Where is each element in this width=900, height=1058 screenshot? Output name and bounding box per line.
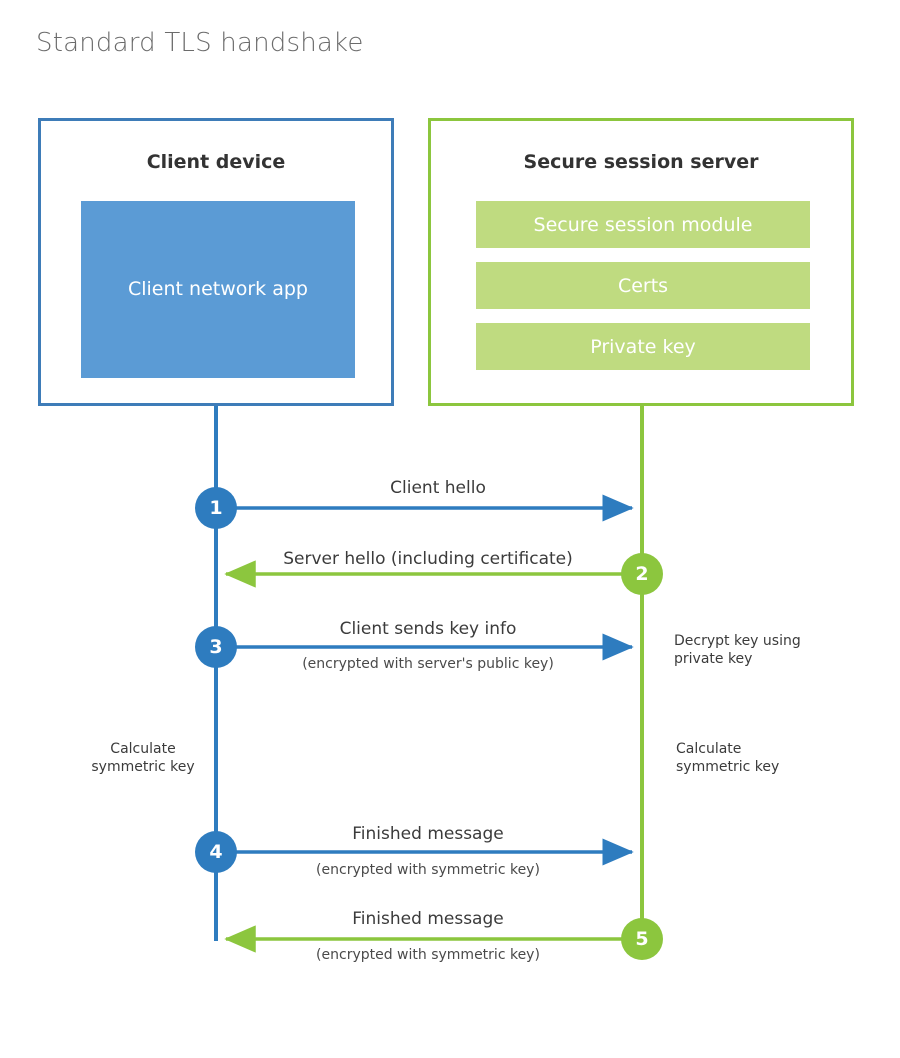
server-component-secure-session-module: Secure session module — [476, 201, 810, 248]
step-3-sublabel: (encrypted with server's public key) — [302, 656, 554, 672]
step-4-sublabel: (encrypted with symmetric key) — [316, 862, 540, 878]
server-component-list: Secure session module Certs Private key — [476, 201, 810, 370]
annotation-server-calculate-symmetric-key: Calculate symmetric key — [676, 741, 780, 776]
secure-session-server-box: Secure session server Secure session mod… — [428, 118, 854, 406]
step-1-label: Client hello — [390, 478, 486, 498]
step-badge-1[interactable]: 1 — [195, 487, 237, 529]
server-component-private-key: Private key — [476, 323, 810, 370]
step-4-label: Finished message — [352, 824, 504, 844]
page-title: Standard TLS handshake — [36, 28, 364, 58]
step-3-label: Client sends key info — [339, 619, 517, 639]
step-badge-5[interactable]: 5 — [621, 918, 663, 960]
client-network-app-block: Client network app — [81, 201, 355, 378]
annotation-client-calculate-symmetric-key: Calculate symmetric key — [91, 741, 195, 776]
step-badge-3[interactable]: 3 — [195, 626, 237, 668]
step-2-label: Server hello (including certificate) — [283, 549, 573, 569]
step-5-label: Finished message — [352, 909, 504, 929]
secure-session-server-title: Secure session server — [523, 151, 759, 173]
annotation-server-decrypt-key: Decrypt key using private key — [674, 633, 801, 668]
step-badge-2[interactable]: 2 — [621, 553, 663, 595]
client-device-box: Client device Client network app — [38, 118, 394, 406]
server-component-certs: Certs — [476, 262, 810, 309]
step-5-sublabel: (encrypted with symmetric key) — [316, 947, 540, 963]
client-device-title: Client device — [146, 151, 286, 173]
step-badge-4[interactable]: 4 — [195, 831, 237, 873]
